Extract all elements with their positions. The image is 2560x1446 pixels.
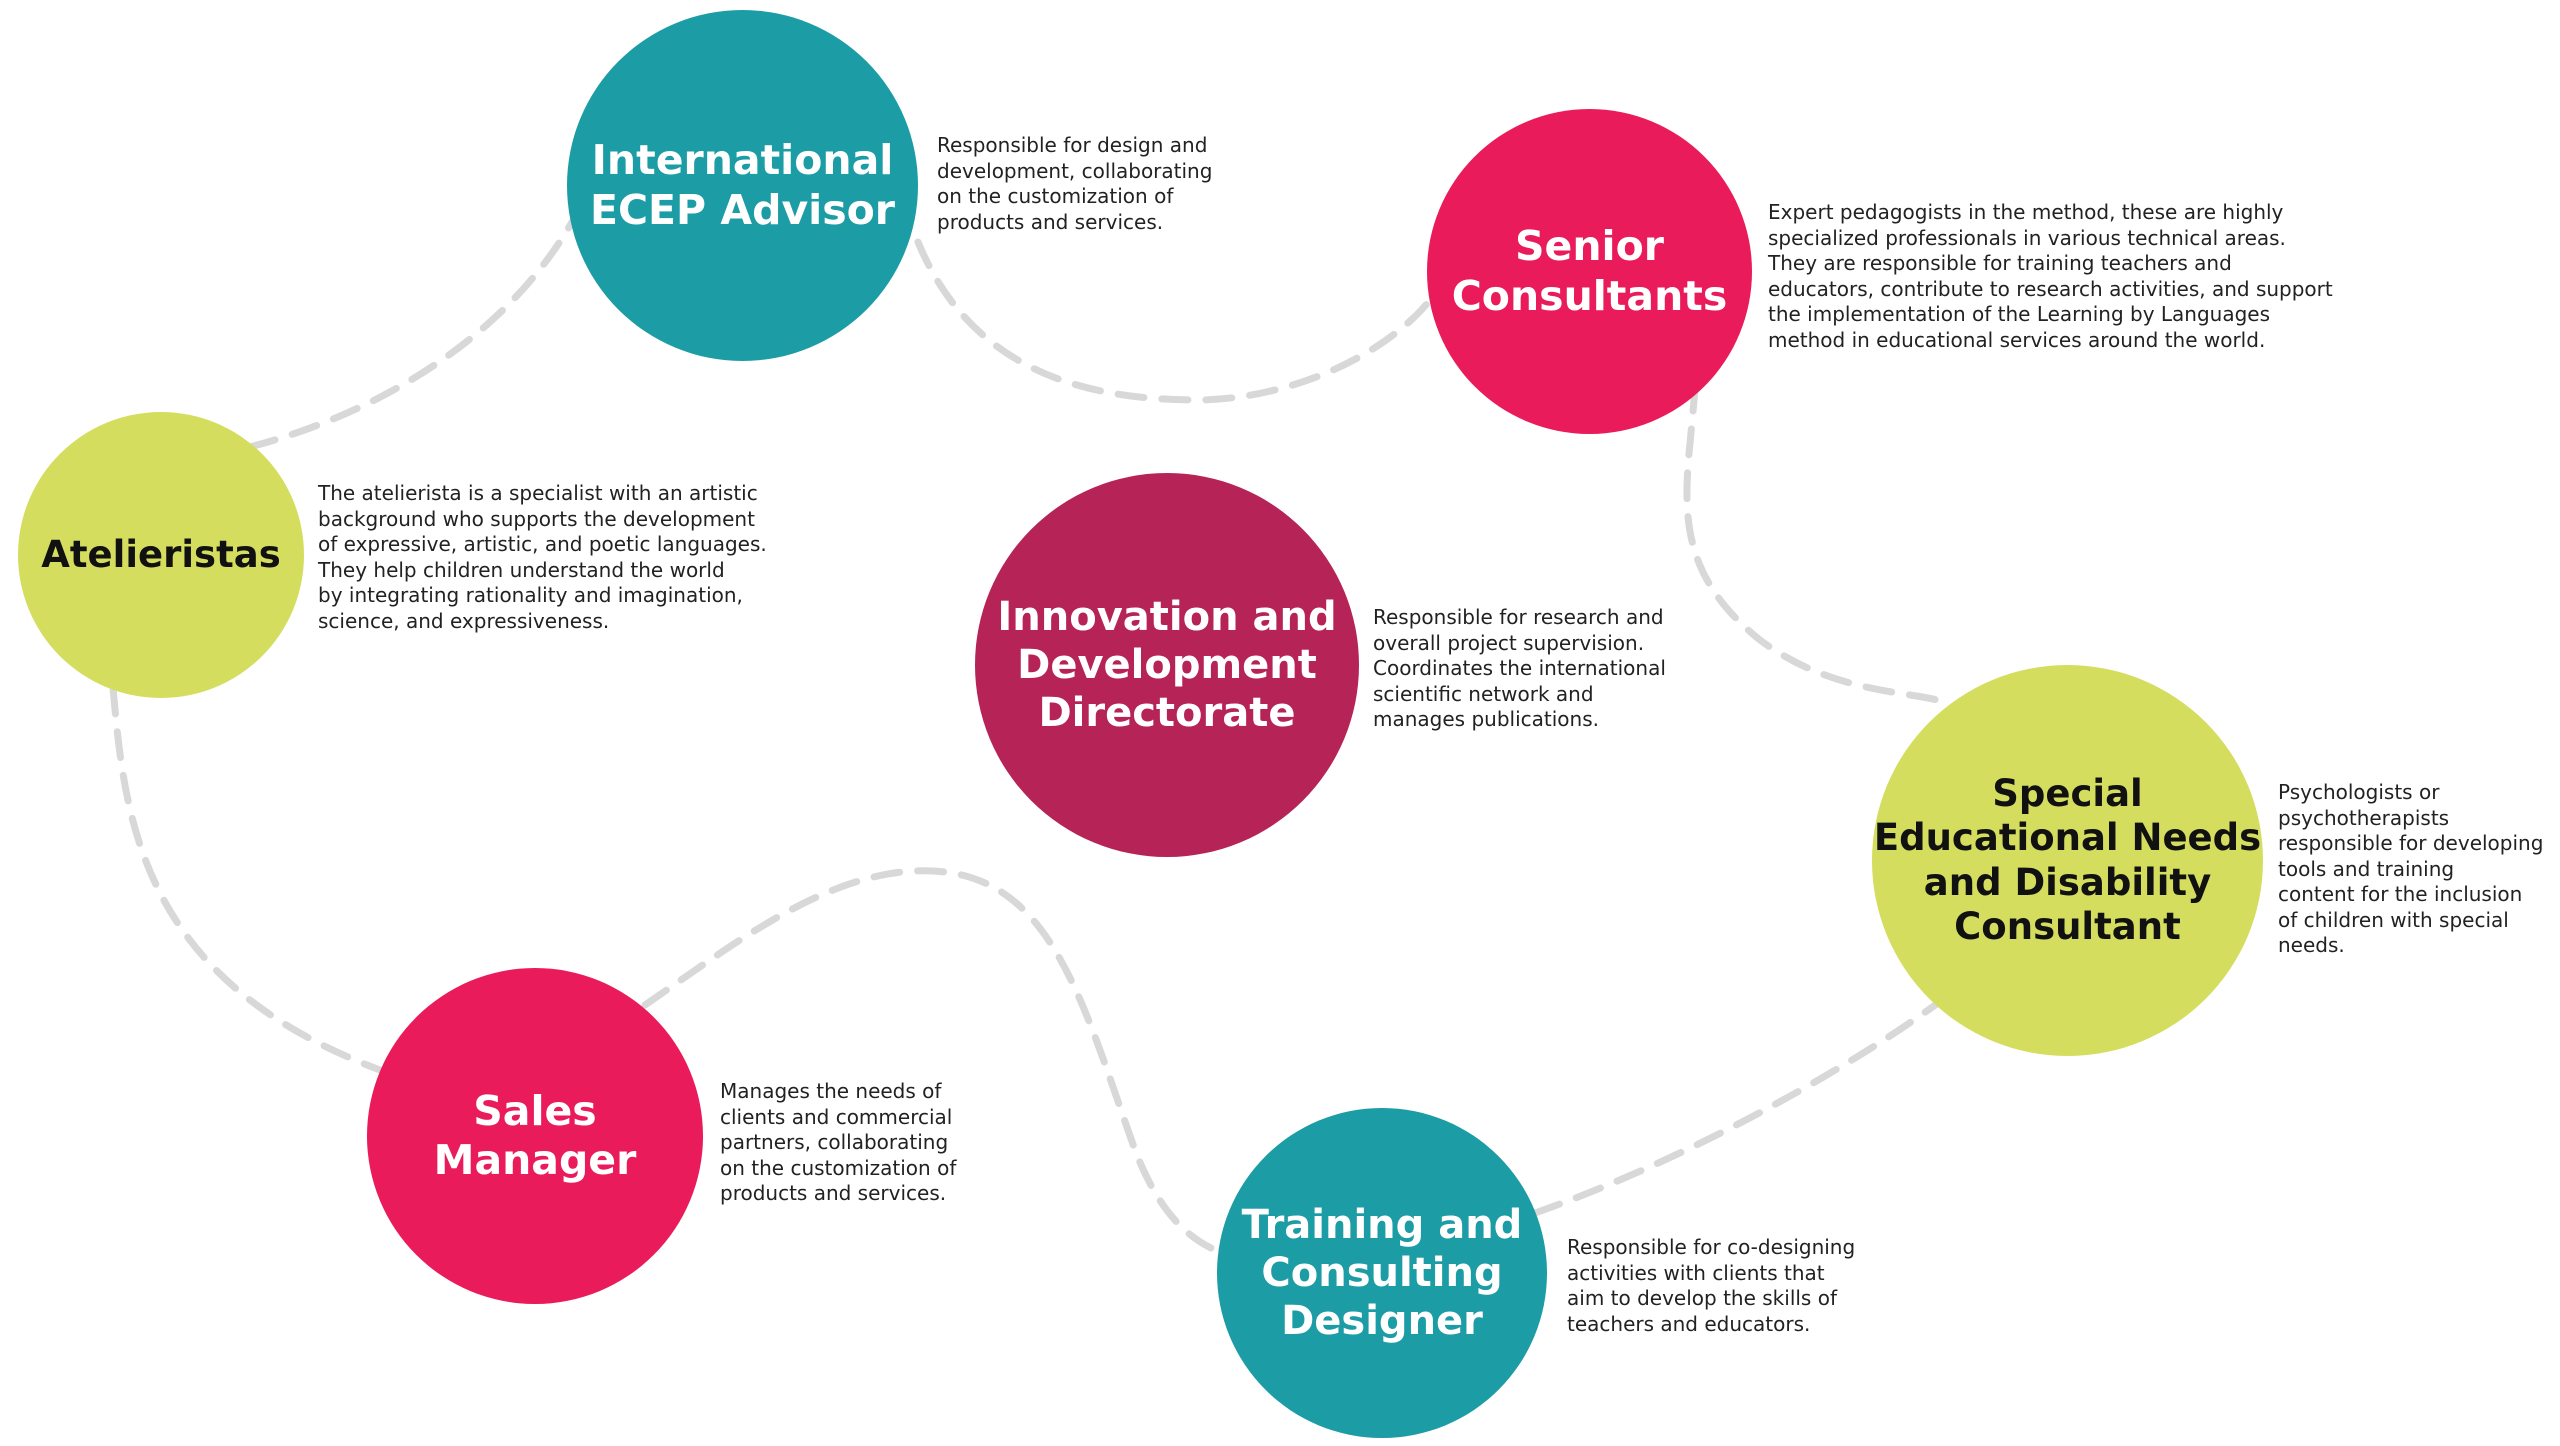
node-training-and-consulting-designer: Training and Consulting Designer (1217, 1108, 1547, 1438)
node-label: Sales Manager (433, 1086, 637, 1184)
node-label: Atelieristas (41, 532, 281, 576)
description-atelieristas: The atelierista is a specialist with an … (318, 481, 767, 633)
node-label: Training and Consulting Designer (1241, 1202, 1523, 1344)
connector-atelieristas-sales (109, 684, 384, 1074)
connector-ecep-senior (914, 238, 1434, 404)
description-international-ecep-advisor: Responsible for design and development, … (937, 133, 1213, 234)
node-international-ecep-advisor: International ECEP Advisor (567, 10, 918, 361)
connector-sales-training (641, 867, 1224, 1256)
node-innovation-and-development-directorate: Innovation and Development Directorate (975, 473, 1359, 857)
node-senior-consultants: Senior Consultants (1427, 109, 1752, 434)
description-senior-consultants: Expert pedagogists in the method, these … (1768, 200, 2333, 352)
connector-training-special (1531, 999, 1942, 1217)
description-sales-manager: Manages the needs of clients and commerc… (720, 1079, 957, 1205)
node-sales-manager: Sales Manager (367, 968, 703, 1304)
description-training-and-consulting-designer: Responsible for co-designing activities … (1567, 1235, 1856, 1336)
node-label: International ECEP Advisor (589, 136, 896, 234)
node-label: Senior Consultants (1451, 222, 1728, 320)
description-special-educational-needs-consultant: Psychologists or psychotherapists respon… (2278, 780, 2544, 957)
node-label: Innovation and Development Directorate (997, 594, 1337, 736)
description-innovation-and-development-directorate: Responsible for research and overall pro… (1373, 605, 1666, 731)
node-special-educational-needs-consultant: Special Educational Needs and Disability… (1872, 665, 2263, 1056)
connector-senior-special (1683, 381, 1952, 709)
node-label: Special Educational Needs and Disability… (1873, 771, 2262, 948)
node-atelieristas: Atelieristas (18, 412, 304, 698)
connector-atelieristas-ecep (246, 218, 576, 451)
